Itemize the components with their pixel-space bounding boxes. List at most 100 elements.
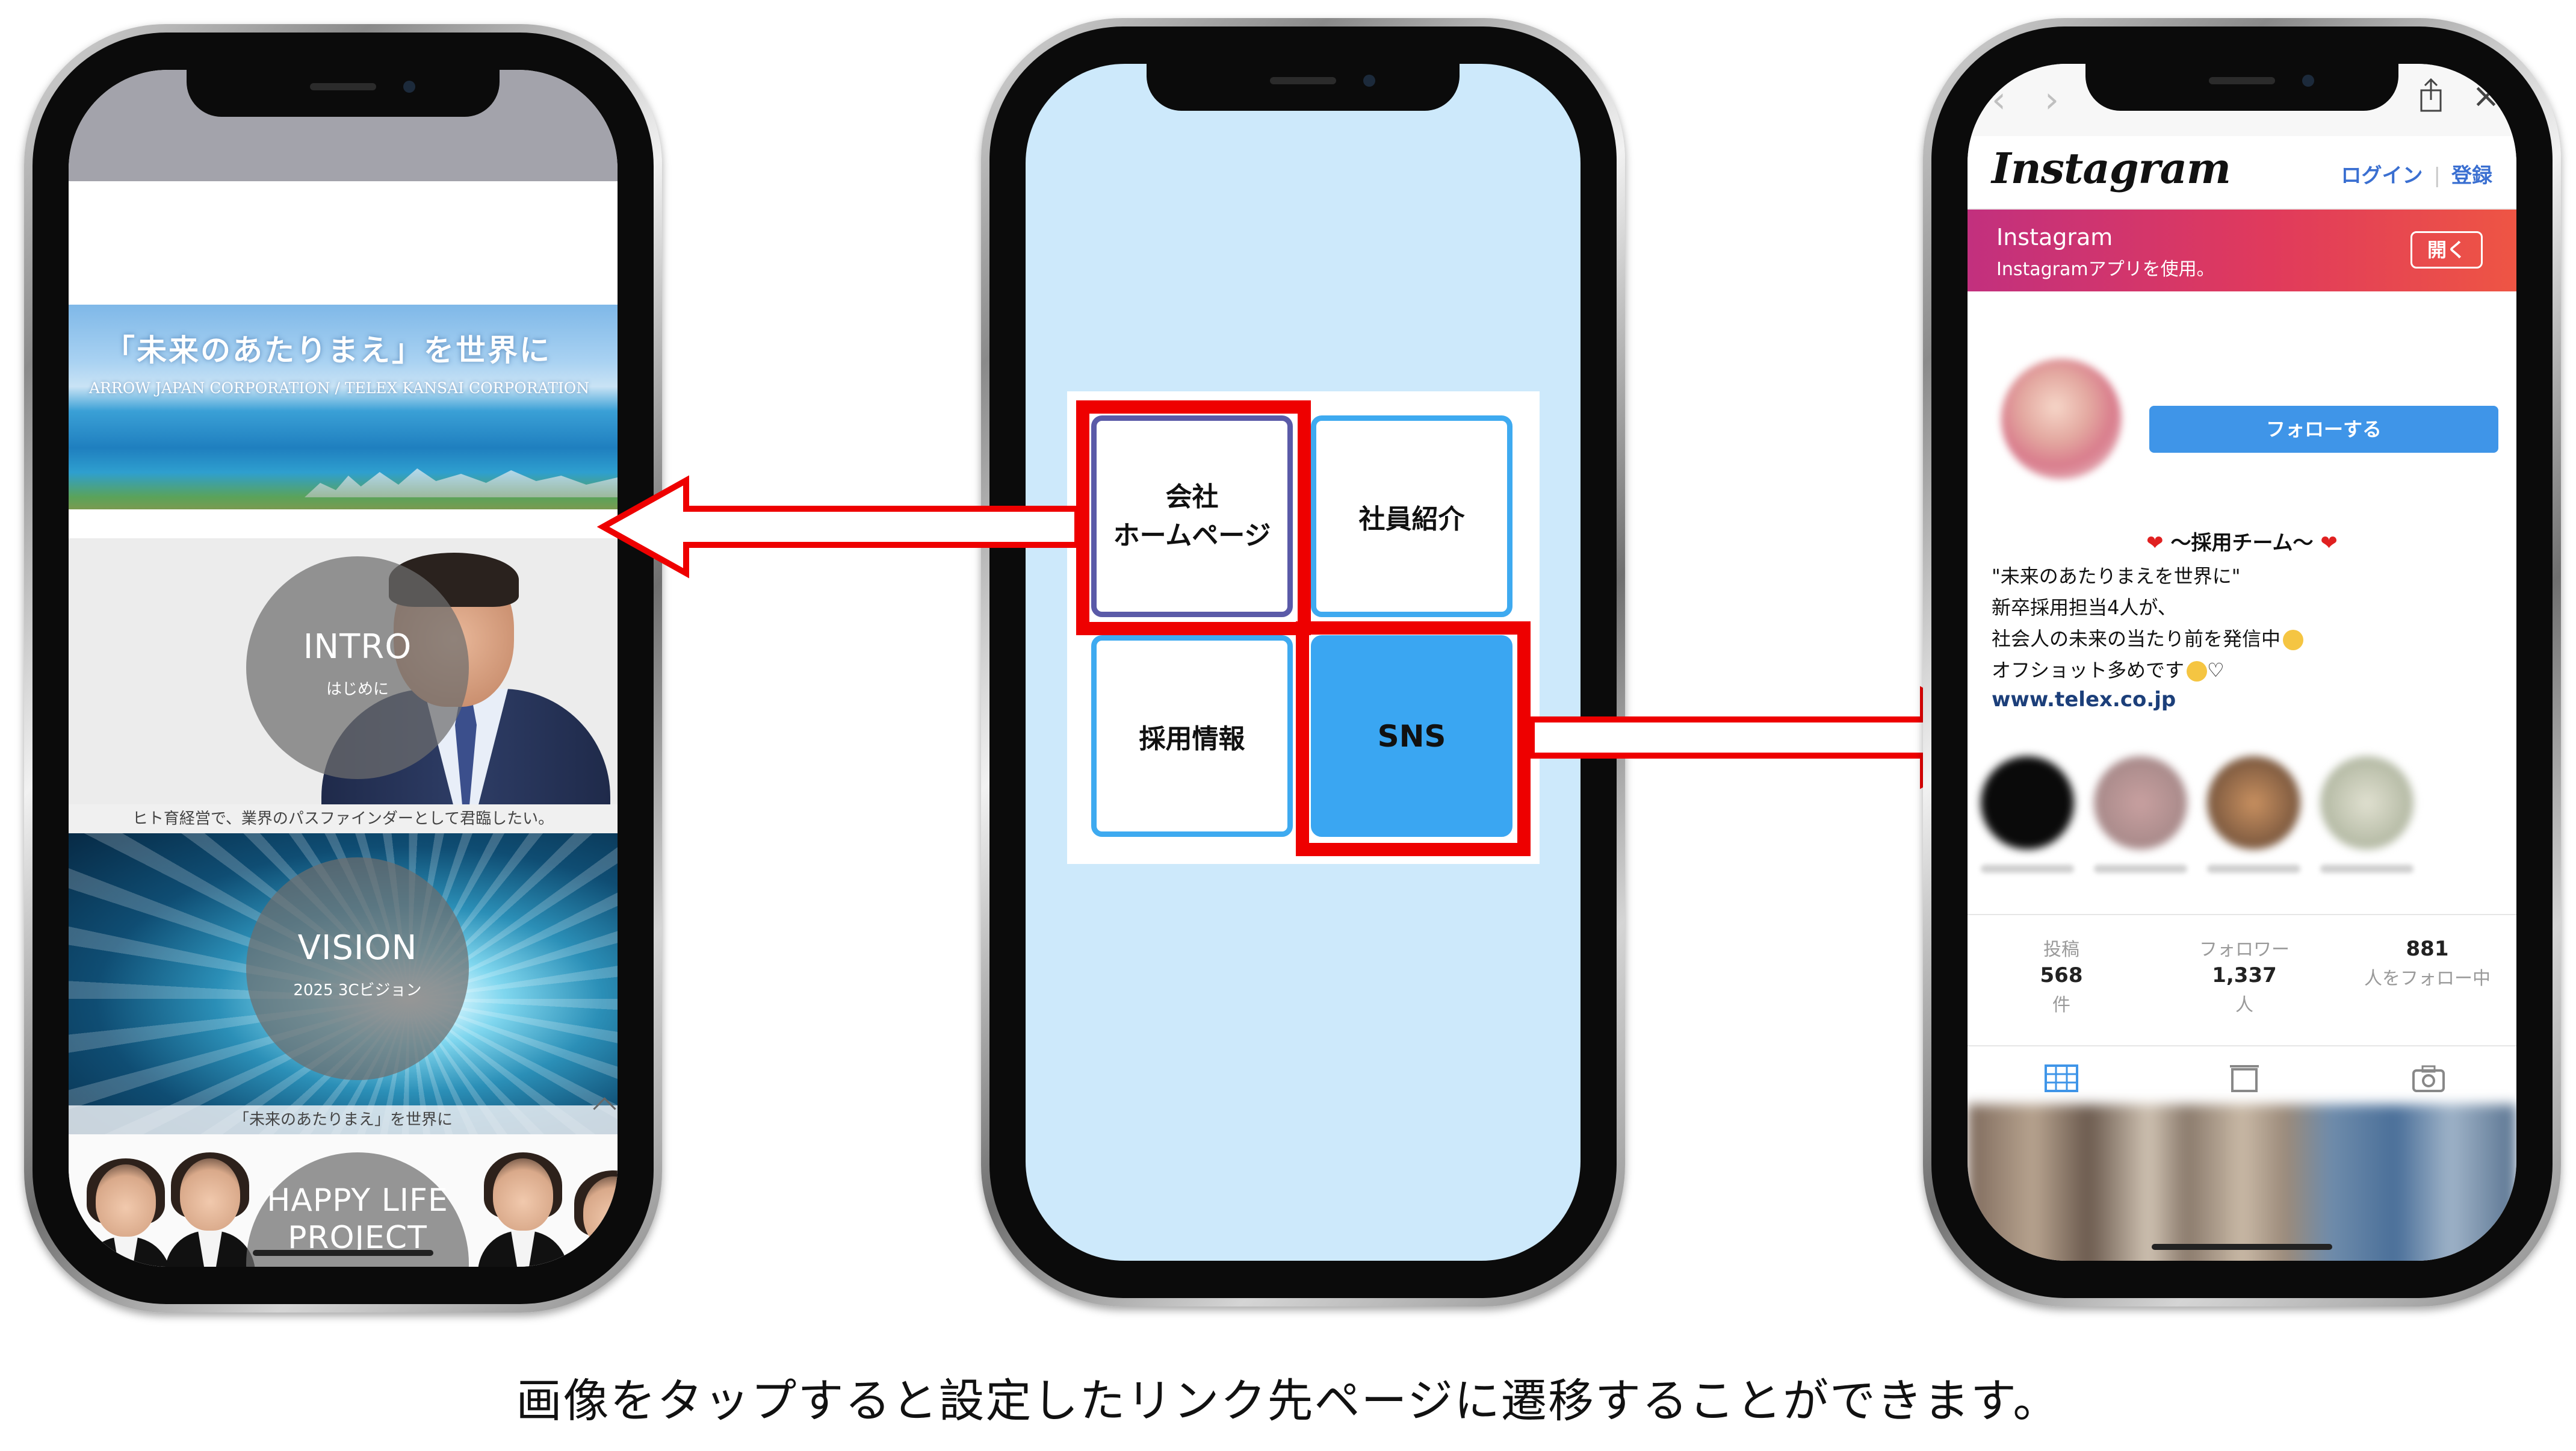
- share-icon[interactable]: [2419, 78, 2443, 112]
- left-phone: 「未来のあたりまえ」を世界に ARROW JAPAN CORPORATION /…: [24, 24, 662, 1313]
- instagram-header: Instagram ログイン | 登録: [1968, 136, 2516, 210]
- vision-caption: 「未来のあたりまえ」を世界に: [69, 1105, 618, 1134]
- divider: [1968, 1045, 2516, 1046]
- happy-title: HAPPY LIFE: [267, 1182, 448, 1219]
- feed-view-icon[interactable]: [2228, 1064, 2261, 1092]
- follow-button[interactable]: フォローする: [2149, 406, 2498, 453]
- stat-followers[interactable]: フォロワー 1,337 人: [2154, 934, 2335, 1016]
- tile-label: 社員紹介: [1358, 503, 1465, 535]
- bio-title: ❤ 〜採用チーム〜 ❤: [1968, 526, 2516, 556]
- forward-icon[interactable]: ›: [2045, 79, 2059, 121]
- left-arrow-icon: [596, 475, 1080, 579]
- tile-company-homepage[interactable]: 会社 ホームページ: [1091, 415, 1293, 617]
- link-separator: |: [2433, 164, 2441, 188]
- banner-subtitle: ARROW JAPAN CORPORATION / TELEX KANSAI C…: [89, 379, 590, 397]
- heart-outline-icon: ♡: [2207, 659, 2225, 682]
- right-phone-screen: ‹ › × Instagram ログイン | 登録 Instagram Instag…: [1968, 64, 2516, 1261]
- phone-notch: [1147, 64, 1460, 111]
- city-skyline-image: [305, 468, 618, 497]
- stat-label: 投稿: [2043, 939, 2079, 960]
- website-link[interactable]: www.telex.co.jp: [1992, 688, 2176, 712]
- vision-circle[interactable]: VISION 2025 3Cビジョン: [246, 857, 469, 1080]
- profile-avatar[interactable]: [2001, 359, 2122, 479]
- tile-label: 採用情報: [1139, 723, 1245, 754]
- banner-title: 「未来のあたりまえ」を世界に: [105, 332, 551, 368]
- stat-unit: 人: [2235, 995, 2253, 1016]
- back-icon[interactable]: ‹: [1992, 79, 2006, 121]
- staff-photo-1: [81, 1158, 171, 1267]
- instagram-logo[interactable]: Instagram: [1992, 143, 2231, 193]
- stat-label: フォロワー: [2199, 939, 2290, 960]
- vision-title: VISION: [297, 928, 418, 968]
- close-icon[interactable]: ×: [2472, 76, 2500, 116]
- hero-banner[interactable]: 「未来のあたりまえ」を世界に ARROW JAPAN CORPORATION /…: [69, 305, 618, 509]
- phone-notch: [2085, 64, 2398, 111]
- home-indicator[interactable]: [2152, 1244, 2332, 1250]
- tile-label: SNS: [1377, 718, 1446, 754]
- login-link[interactable]: ログイン: [2341, 164, 2423, 188]
- photo-grid[interactable]: [1968, 1104, 2516, 1261]
- heart-icon: ❤: [2146, 531, 2164, 555]
- intro-circle[interactable]: INTRO はじめに: [246, 556, 469, 779]
- story-highlight-3[interactable]: [2207, 756, 2300, 850]
- home-indicator[interactable]: [1213, 1244, 1393, 1250]
- bio-line: "未来のあたりまえを世界に": [1992, 565, 2241, 588]
- grid-view-icon[interactable]: [2045, 1064, 2078, 1092]
- grinning-face-icon: [2283, 630, 2304, 650]
- vision-section[interactable]: VISION 2025 3Cビジョン: [69, 833, 618, 1134]
- staff-photo-2: [165, 1152, 255, 1267]
- promo-title: Instagram: [1996, 224, 2113, 250]
- register-link[interactable]: 登録: [2451, 164, 2492, 188]
- left-phone-screen[interactable]: 「未来のあたりまえ」を世界に ARROW JAPAN CORPORATION /…: [69, 70, 618, 1267]
- open-app-button[interactable]: 開く: [2410, 231, 2483, 269]
- staff-photo-3: [478, 1152, 568, 1267]
- bio-line-text: オフショット多めです: [1992, 659, 2185, 682]
- tile-employee-intro[interactable]: 社員紹介: [1311, 415, 1512, 617]
- vision-subtitle: 2025 3Cビジョン: [293, 981, 422, 999]
- promo-subtitle: Instagramアプリを使用。: [1996, 259, 2215, 280]
- arrow-to-homepage: [596, 475, 1080, 579]
- phone-notch: [187, 70, 500, 117]
- stat-unit: 人をフォロー中: [2364, 968, 2491, 989]
- tile-recruitment[interactable]: 採用情報: [1091, 635, 1293, 837]
- story-highlight-2[interactable]: [2094, 756, 2187, 850]
- phone-bezel: ‹ › × Instagram ログイン | 登録 Instagram Instag…: [1931, 26, 2553, 1298]
- highlight-label: [2320, 865, 2413, 873]
- app-promo-banner: Instagram Instagramアプリを使用。 開く: [1968, 210, 2516, 291]
- intro-caption: ヒト育経営で、業界のパスファインダーとして君臨したい。: [69, 804, 618, 833]
- tile-sns[interactable]: SNS: [1311, 635, 1512, 837]
- happy-life-section[interactable]: HAPPY LIFE PROJECT: [69, 1134, 618, 1267]
- tile-label-line2: ホームページ: [1113, 520, 1271, 551]
- heart-icon: ❤: [2320, 531, 2338, 555]
- staff-photo-4: [568, 1170, 618, 1267]
- stat-following[interactable]: 881 人をフォロー中: [2337, 934, 2516, 990]
- intro-section[interactable]: INTRO はじめに: [69, 538, 618, 833]
- home-indicator[interactable]: [253, 1250, 433, 1256]
- bio-line: 社会人の未来の当たり前を発信中: [1992, 624, 2304, 651]
- intro-title: INTRO: [303, 627, 412, 666]
- link-tile-grid: 会社 ホームページ 社員紹介 採用情報 SNS: [1067, 391, 1540, 864]
- intro-subtitle: はじめに: [326, 680, 389, 698]
- right-phone: ‹ › × Instagram ログイン | 登録 Instagram Instag…: [1923, 18, 2561, 1307]
- stat-value: 1,337: [2212, 963, 2277, 987]
- stat-value: 568: [2040, 963, 2083, 987]
- highlight-label: [1981, 865, 2074, 873]
- story-highlight-4[interactable]: [2320, 756, 2413, 850]
- bio-title-text: 〜採用チーム〜: [2170, 531, 2314, 555]
- divider: [1968, 914, 2516, 915]
- bio-line: オフショット多めです ♡: [1992, 655, 2225, 683]
- auth-links: ログイン | 登録: [2341, 159, 2492, 188]
- stat-posts[interactable]: 投稿 568 件: [1971, 934, 2152, 1016]
- story-highlight-1[interactable]: [1981, 756, 2074, 850]
- phone-bezel: 「未来のあたりまえ」を世界に ARROW JAPAN CORPORATION /…: [33, 33, 654, 1304]
- highlight-label: [2094, 865, 2187, 873]
- grinning-face-icon: [2187, 661, 2208, 682]
- tagged-camera-icon[interactable]: [2412, 1064, 2445, 1092]
- figure-caption: 画像をタップすると設定したリンク先ページに遷移することができます。: [516, 1374, 2060, 1428]
- stat-value: 881: [2406, 937, 2449, 961]
- stat-unit: 件: [2052, 995, 2070, 1016]
- tile-label-line1: 会社: [1165, 481, 1219, 512]
- bio-line-text: 社会人の未来の当たり前を発信中: [1992, 627, 2281, 650]
- highlight-label: [2207, 865, 2300, 873]
- bio-line: 新卒採用担当4人が、: [1992, 596, 2177, 619]
